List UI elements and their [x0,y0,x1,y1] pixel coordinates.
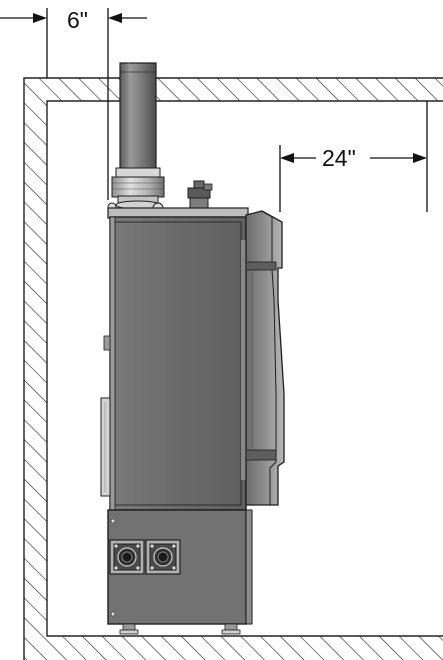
feet [119,623,241,635]
wall-outer-edge [23,77,443,660]
right-pipe-fitting [145,539,181,575]
top-valve [187,180,213,209]
front-door-panel [245,210,285,506]
main-body [100,216,247,511]
wall-enclosure [23,77,443,660]
wall-inner-edge [46,100,443,637]
exhaust-pipe [107,62,165,214]
side-clearance-label: 6" [67,7,88,33]
front-clearance-dimension: 24" [279,101,428,212]
left-pipe-fitting [109,539,145,575]
front-clearance-label: 24" [322,145,356,171]
side-clearance-dimension: 6" [0,7,147,200]
appliance-unit [100,62,285,635]
